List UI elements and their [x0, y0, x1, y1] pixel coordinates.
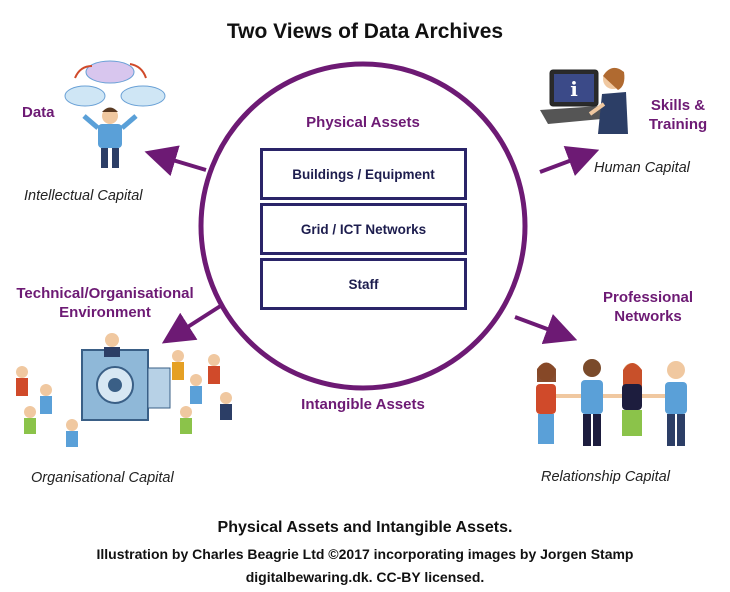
data-label: Data: [22, 104, 55, 121]
arrow-to-human: [539, 146, 600, 177]
technical-organisational-line2: Environment: [59, 304, 151, 321]
person-thinking-clouds-icon: [64, 60, 166, 168]
box-buildings-equipment: Buildings / Equipment: [260, 148, 467, 200]
technical-organisational-label: Technical/Organisational Environment: [0, 284, 210, 322]
people-holding-hands-icon: [536, 359, 687, 446]
technical-organisational-line1: Technical/Organisational: [16, 285, 194, 302]
diagram-title: Two Views of Data Archives: [226, 20, 504, 43]
professional-networks-line2: Networks: [614, 308, 682, 325]
skills-training-label: Skills & Training: [628, 96, 728, 134]
arrow-to-organisational: [161, 303, 224, 344]
box-grid-ict-networks: Grid / ICT Networks: [260, 203, 467, 255]
skills-training-line2: Training: [648, 116, 708, 133]
arrow-to-relationship: [514, 314, 578, 345]
professional-networks-line1: Professional: [602, 289, 694, 306]
people-around-machine-icon: [16, 333, 232, 447]
footer-caption-line3: digitalbewaring.dk. CC-BY licensed.: [245, 569, 485, 585]
footer-caption-line2: Illustration by Charles Beagrie Ltd ©201…: [96, 546, 634, 562]
svg-text:i: i: [570, 77, 578, 101]
arrow-to-intellectual: [144, 145, 207, 177]
intellectual-capital-caption: Intellectual Capital: [24, 188, 143, 204]
box-staff: Staff: [260, 258, 467, 310]
central-circle: [198, 61, 528, 391]
physical-assets-label: Physical Assets: [306, 114, 420, 131]
person-at-laptop-icon: i: [540, 67, 628, 134]
organisational-capital-caption: Organisational Capital: [31, 470, 174, 486]
footer-caption-line1: Physical Assets and Intangible Assets.: [217, 519, 513, 536]
relationship-capital-caption: Relationship Capital: [541, 469, 670, 485]
human-capital-caption: Human Capital: [594, 160, 690, 176]
intangible-assets-label: Intangible Assets: [301, 396, 425, 413]
professional-networks-label: Professional Networks: [592, 288, 704, 326]
skills-training-line1: Skills &: [650, 97, 706, 114]
